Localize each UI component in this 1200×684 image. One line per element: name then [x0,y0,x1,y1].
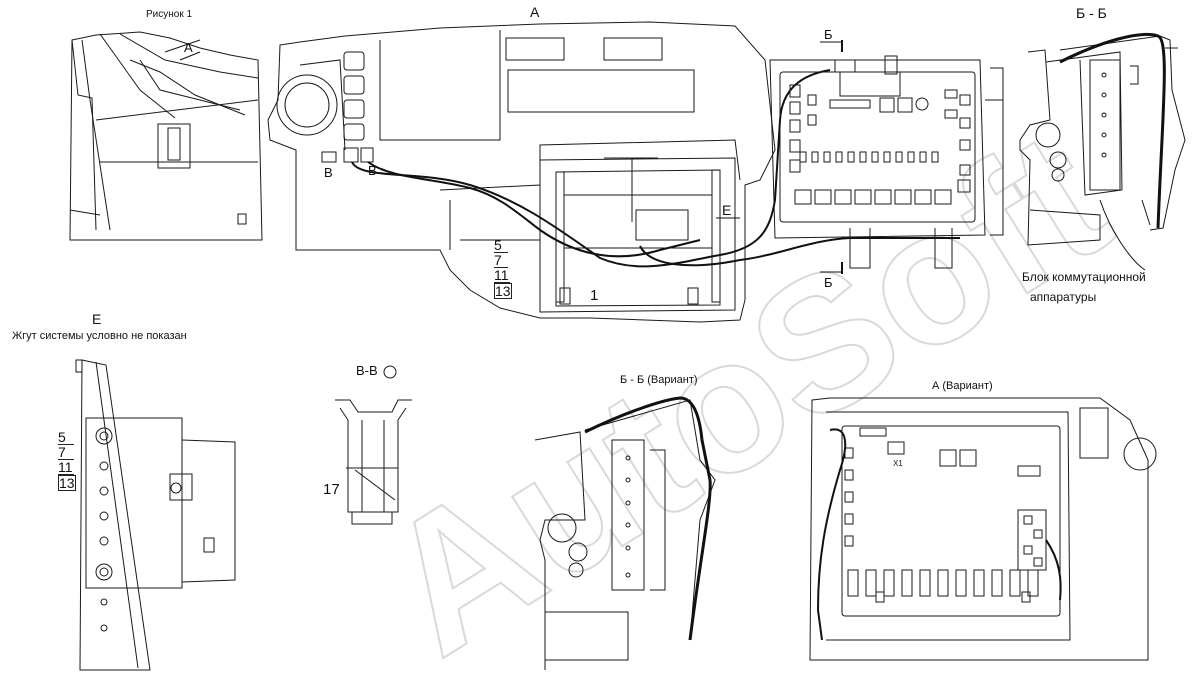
section-marks-b [820,40,843,274]
callout-13: 13 [494,283,512,299]
figure-1-cab-view [69,31,263,241]
detail-e-callout-11: 11 [58,459,74,475]
variant-fuse-row [847,569,1039,597]
section-bb-title: Б - Б [1076,5,1107,21]
variant-cable-right [1045,539,1062,601]
section-vv-callout-17: 17 [323,481,340,498]
connector-x1-label: X1 [893,459,903,468]
view-a-variant-title: А (Вариант) [932,380,993,392]
block-caption-line1: Блок коммутационной [1022,270,1146,284]
section-bb-variant-cable [584,396,712,641]
callout-part-1: 1 [590,287,599,304]
section-marker-b-bottom: Б [824,275,833,290]
block-leader-line [1099,199,1146,271]
detail-e-marker: Е [722,202,732,218]
view-a-callout: А [184,40,193,55]
detail-e-callout-stack: 5 7 11 13 [58,430,76,491]
section-vv-view [335,365,412,525]
section-bb-variant-view [534,399,716,670]
connector-row [794,189,952,205]
section-bb-view [1019,35,1186,246]
marker-v-left: В [324,165,333,180]
detail-e-note: Жгут системы условно не показан [12,330,187,342]
variant-cable-left [816,428,847,641]
callout-5: 5 [494,238,508,253]
detail-e-callout-13: 13 [58,475,76,491]
commutation-block [769,55,1004,269]
marker-v-right: В [368,163,377,178]
section-bb-variant-title: Б - Б (Вариант) [620,374,698,386]
figure-title: Рисунок 1 [146,9,193,20]
fuse-row [799,151,939,163]
detail-e-view [75,359,236,671]
variant-left-slots [844,447,854,547]
detail-e-callout-7: 7 [58,445,74,460]
section-marker-b-top: Б [824,27,833,42]
callout-11: 11 [494,267,510,283]
callout-7: 7 [494,253,508,268]
section-vv-title: В-В [356,363,378,378]
view-a-variant [809,397,1157,661]
detail-e-callout-5: 5 [58,430,74,445]
main-callout-stack: 5 7 11 13 [494,238,512,299]
view-a-dashboard [267,21,776,323]
view-a-title: А [530,4,540,20]
relay-grid [789,84,971,193]
block-caption-line2: аппаратуры [1030,290,1097,304]
detail-e-title: Е [92,311,102,327]
view-a-arrow [179,51,201,61]
section-bb-cable [1059,32,1166,229]
